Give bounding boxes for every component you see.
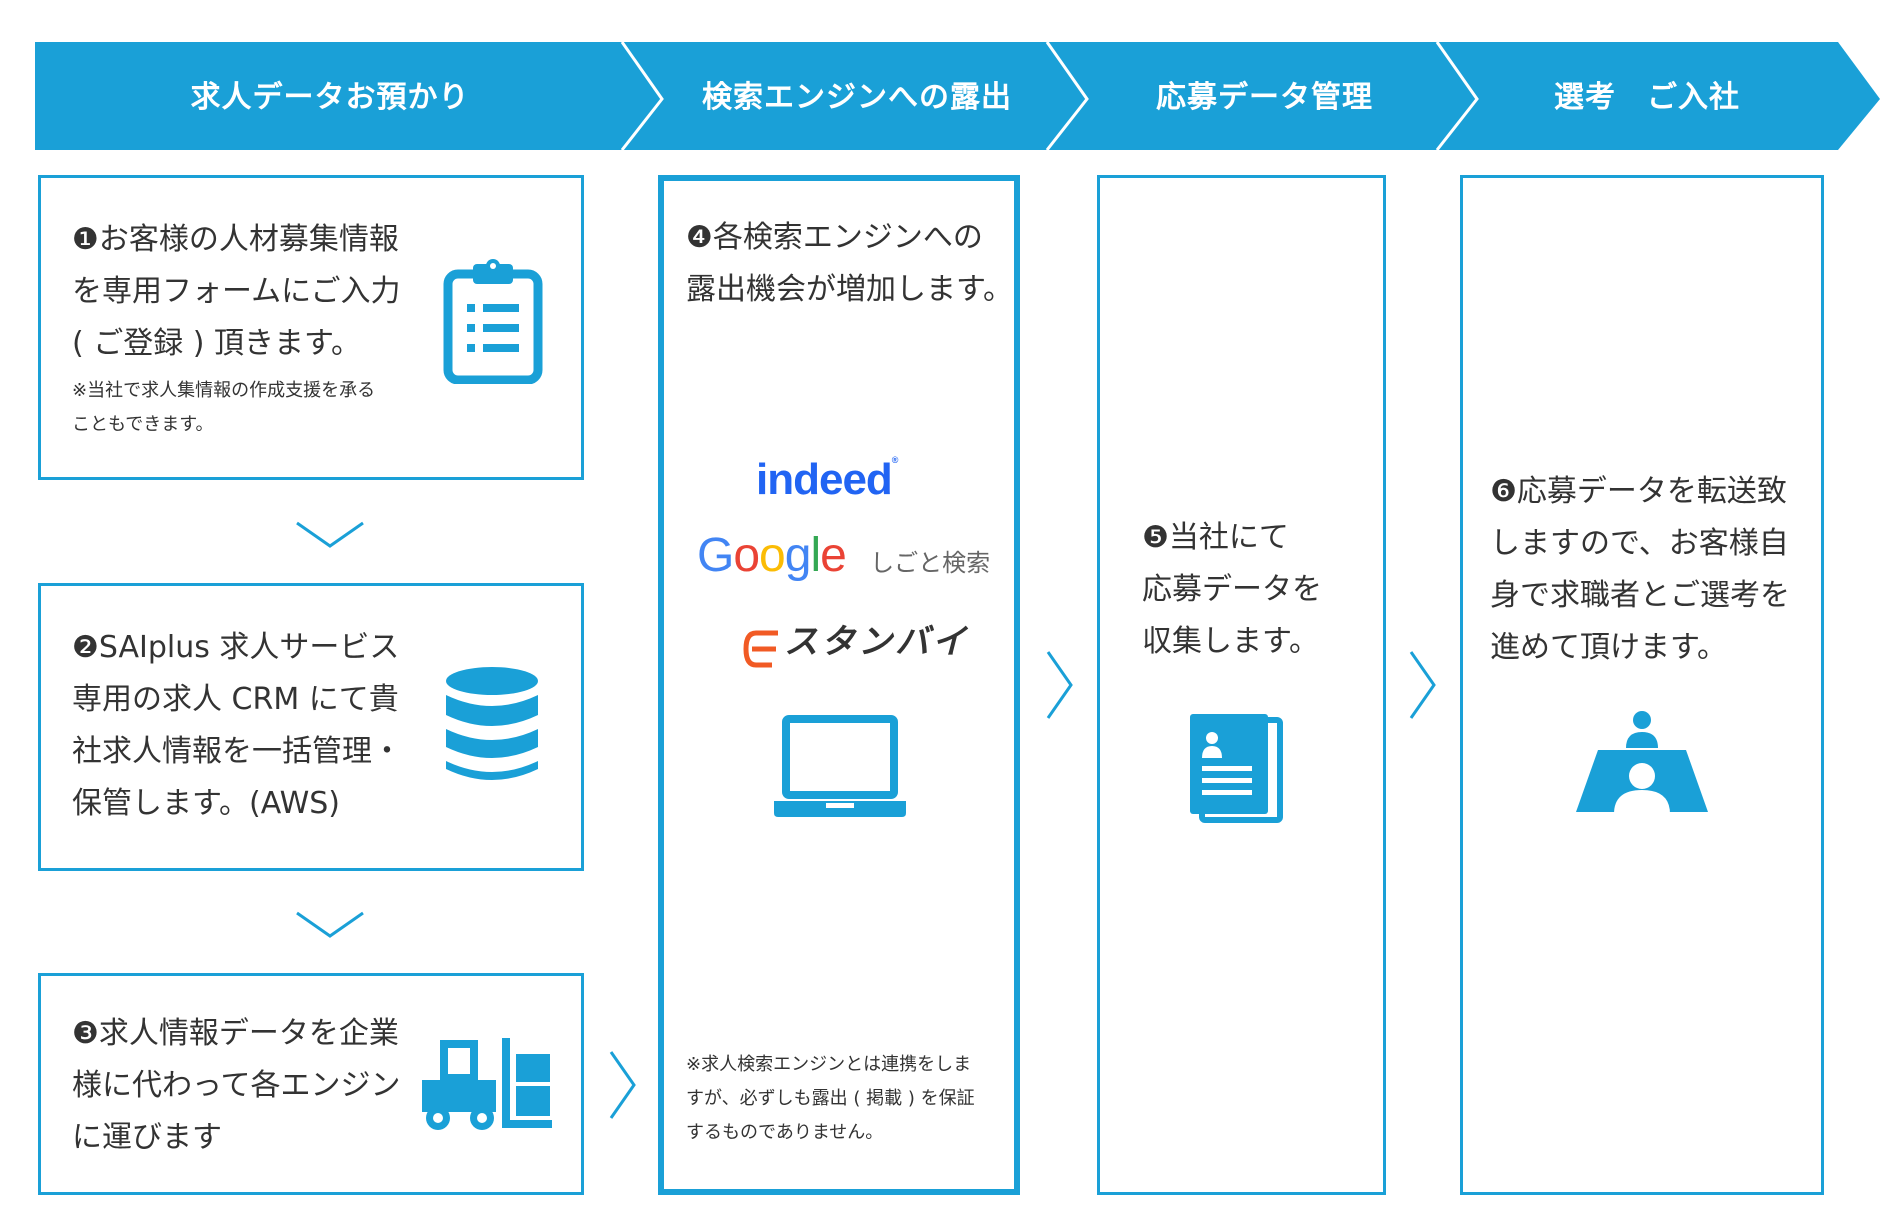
chevron-down-icon [296, 521, 364, 548]
database-icon [446, 667, 538, 780]
header-step-3: 応募データ管理 [1156, 80, 1373, 115]
step2-text: ❷SAIplus 求人サービス 専用の求人 CRM にて貴 社求人情報を一括管理… [72, 630, 402, 821]
forklift-icon [422, 1038, 552, 1130]
process-header [35, 41, 1880, 151]
chevron-right-icon [1409, 651, 1436, 719]
stanby-logo-text: スタンバイ [784, 622, 969, 662]
header-band [35, 42, 1880, 150]
step6-text: ❻応募データを転送致 しますので、お客様自 身で求職者とご選考を 進めて頂けます… [1490, 474, 1790, 665]
header-step-4: 選考 ご入社 [1554, 80, 1740, 115]
header-separator-2 [1045, 41, 1089, 151]
step4-note: ※求人検索エンジンとは連携をしま すが、必ずしも露出 ( 掲載 ) を保証 する… [686, 1054, 975, 1143]
resume-document-icon [1190, 714, 1283, 823]
step6-box [1460, 175, 1824, 1195]
interview-icon [1576, 711, 1708, 814]
header-separator-3 [1435, 41, 1479, 151]
step1-text: ❶お客様の人材募集情報 を専用フォームにご入力 ( ご登録 ) 頂きます。 [72, 222, 401, 361]
indeed-logo: indeed® [756, 455, 898, 504]
header-step-1: 求人データお預かり [190, 80, 470, 115]
header-step-2: 検索エンジンへの露出 [702, 80, 1012, 115]
laptop-icon [774, 715, 906, 817]
step2-box [38, 583, 584, 871]
stanby-mark-icon [743, 630, 778, 667]
clipboard-icon [443, 259, 543, 384]
step5-text: ❺当社にて 応募データを 収集します。 [1142, 520, 1322, 659]
step1-note: ※当社で求人集情報の作成支援を承る こともできます。 [72, 380, 376, 435]
chevron-right-icon [609, 1051, 636, 1119]
google-logo-text: Google [697, 529, 847, 582]
chevron-right-icon [1046, 651, 1073, 719]
step4-text: ❹各検索エンジンへの 露出機会が増加します。 [686, 220, 1013, 307]
stanby-logo: スタンバイ [742, 614, 969, 669]
header-separator-1 [620, 41, 664, 151]
chevron-down-icon [296, 911, 364, 938]
step4-box [658, 175, 1020, 1195]
step5-box [1097, 175, 1386, 1195]
google-sub-text: しごと検索 [870, 549, 991, 577]
step3-text: ❸求人情報データを企業 様に代わって各エンジン に運びます [72, 1016, 401, 1155]
indeed-logo-text: indeed [756, 455, 893, 504]
google-jobs-logo: Google しごと検索 [697, 528, 990, 583]
